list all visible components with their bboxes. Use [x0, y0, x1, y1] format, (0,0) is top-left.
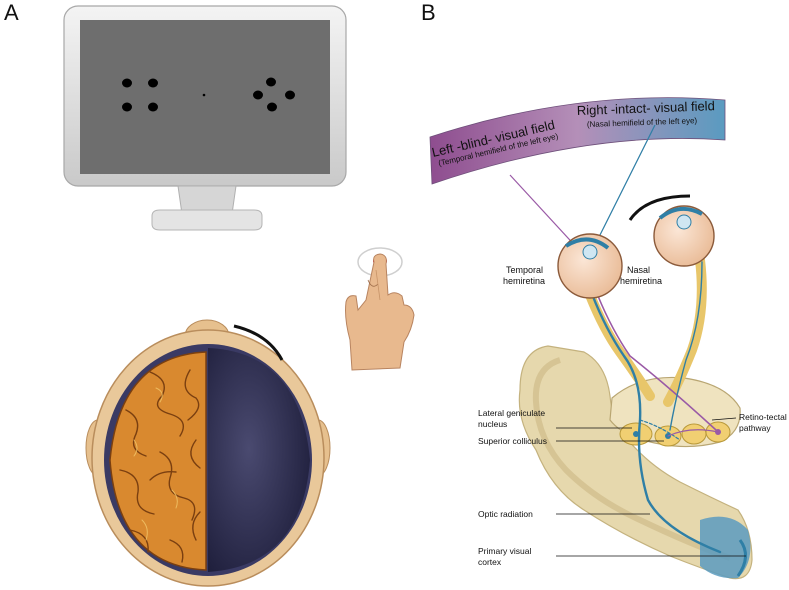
optic-radiation-label: Optic radiation [478, 509, 533, 519]
hand-pressing-button [345, 247, 415, 371]
nasal-hemiretina-label-1: Nasal [627, 265, 650, 275]
v1-label-2: cortex [478, 557, 502, 567]
sc-label: Superior colliculus [478, 436, 547, 446]
stimulus-dot [267, 102, 277, 112]
temporal-hemiretina-label-1: Temporal [506, 265, 543, 275]
right-eye [653, 205, 715, 267]
left-hemisphere [109, 351, 207, 571]
optic-pathways [585, 255, 722, 554]
monitor [63, 5, 347, 231]
visual-field-banner [429, 97, 726, 185]
stimulus-dot [122, 102, 132, 112]
nasal-hemiretina-label-2: hemiretina [620, 276, 662, 286]
right-field-title: Right -intact- visual field [577, 98, 715, 118]
field-arc-right-eye [628, 194, 691, 221]
stimulus-dot [266, 77, 276, 87]
head-top-view [85, 319, 331, 587]
retino-tectal-label-2: pathway [739, 423, 771, 433]
retino-tectal-leader [711, 417, 737, 421]
v1-label-1: Primary visual [478, 546, 531, 556]
panel-label-a: A [4, 0, 19, 25]
left-eye [557, 233, 623, 299]
stimulus-dot [122, 78, 132, 88]
stimulus-dot [148, 78, 158, 88]
stimulus-dot [253, 90, 263, 100]
right-field-subtitle: (Nasal hemifield of the left eye) [587, 116, 698, 129]
stimulus-dot [285, 90, 295, 100]
stimulus-dot [148, 102, 158, 112]
primary-visual-cortex [700, 516, 751, 579]
monitor-base [151, 209, 263, 231]
blind-field-arc [233, 324, 284, 361]
lgn-label-2: nucleus [478, 419, 507, 429]
panel-label-b: B [421, 0, 436, 25]
fixation-point [202, 93, 206, 97]
temporal-hemiretina-label-2: hemiretina [503, 276, 545, 286]
retino-tectal-label-1: Retino-tectal [739, 412, 787, 422]
lgn-label-1: Lateral geniculate [478, 408, 545, 418]
missing-hemisphere [208, 348, 310, 572]
